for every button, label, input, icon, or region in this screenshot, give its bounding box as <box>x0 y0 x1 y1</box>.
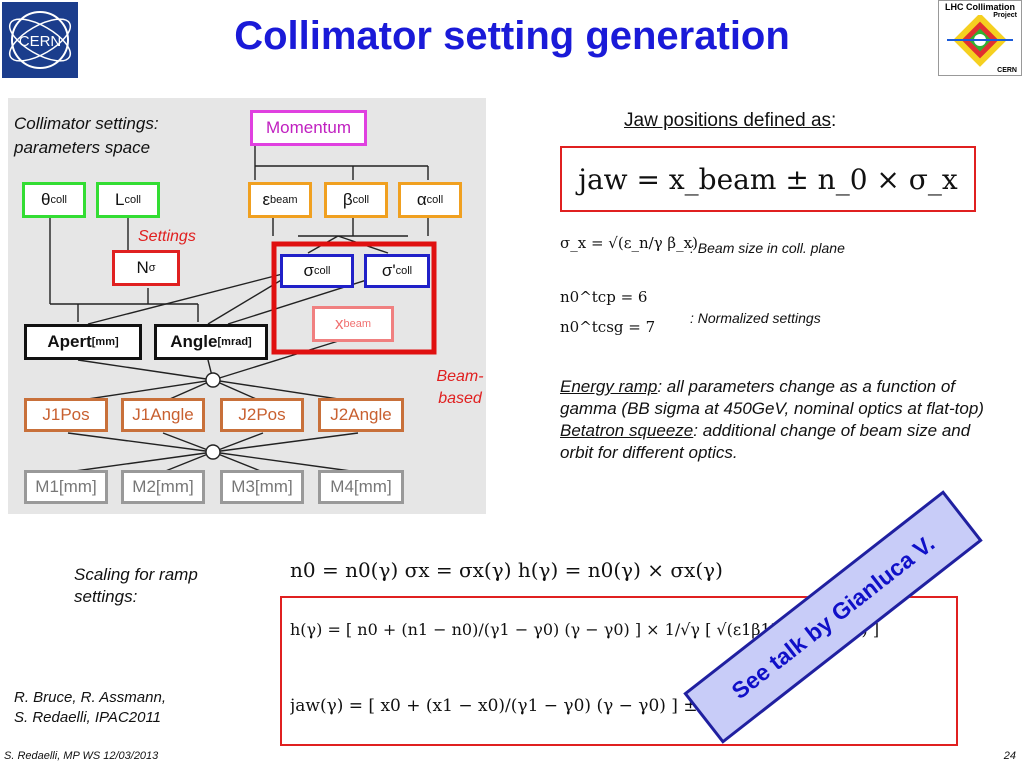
cern-logo: CERN <box>2 2 78 78</box>
momentum-node: Momentum <box>250 110 367 146</box>
jaw-heading: Jaw positions defined as: <box>624 110 837 131</box>
betatron-squeeze-title: Betatron squeeze <box>560 421 694 440</box>
energy-ramp-title: Energy ramp <box>560 377 658 396</box>
energy-ramp-text: : all parameters change as a function of… <box>560 377 984 418</box>
scaling-equations: n0 = n0(γ) σx = σx(γ) h(γ) = n0(γ) × σx(… <box>290 558 723 582</box>
sigma-x-formula: σ_x = √(ε_n/γ β_x) <box>560 234 698 252</box>
footer-author: S. Redaelli, MP WS 12/03/2013 <box>4 750 159 762</box>
m1-node: M1[mm] <box>24 470 108 504</box>
beam-size-note: : Beam size in coll. plane <box>690 240 845 256</box>
angle-node: Angle[mrad] <box>154 324 268 360</box>
jaw-gamma-formula: jaw(γ) = [ x0 + (x1 − x0)/(γ1 − γ0) (γ −… <box>290 696 738 716</box>
m3-node: M3[mm] <box>220 470 304 504</box>
diagram-caption: Collimator settings: parameters space <box>14 114 159 157</box>
diagram-connectors <box>49 146 437 473</box>
apert-node: Apert[mm] <box>24 324 142 360</box>
authors: R. Bruce, R. Assmann,S. Redaelli, IPAC20… <box>14 689 166 726</box>
sigma-prime-coll-node: σ'coll <box>364 254 430 288</box>
cern-logo-text: CERN <box>19 33 62 50</box>
jaw-formula: jaw = x_beam ± n_0 × σ_x <box>578 162 958 196</box>
j1angle-node: J1Angle <box>121 398 205 432</box>
page-title: Collimator setting generation <box>234 14 790 58</box>
jaw-formula-box: jaw = x_beam ± n_0 × σ_x <box>560 146 976 212</box>
j2angle-node: J2Angle <box>318 398 404 432</box>
h-gamma-formula: h(γ) = [ n0 + (n1 − n0)/(γ1 − γ0) (γ − γ… <box>290 620 880 639</box>
page-number: 24 <box>1003 750 1016 762</box>
lhc-logo-cern: CERN <box>997 67 1017 74</box>
beam-based-label: Beam-based <box>436 368 484 407</box>
m2-node: M2[mm] <box>121 470 205 504</box>
n0-tcp: n0^tcp = 6 <box>560 288 648 306</box>
lhc-logo-title: LHC Collimation <box>945 2 1015 12</box>
m4-node: M4[mm] <box>318 470 404 504</box>
normalized-settings-note: : Normalized settings <box>690 310 821 326</box>
j1pos-node: J1Pos <box>24 398 108 432</box>
scaling-label: Scaling for ramp settings: <box>74 565 198 606</box>
ramp-description: Energy ramp: all parameters change as a … <box>560 376 1005 464</box>
lhc-collimation-logo: LHC Collimation Project CERN <box>938 0 1022 76</box>
lhc-logo-sub: Project <box>993 12 1017 19</box>
parameter-diagram: Collimator settings: parameters space Mo… <box>8 98 486 514</box>
j2pos-node: J2Pos <box>220 398 304 432</box>
betatron-squeeze-text: : additional change of beam size and orb… <box>560 421 971 462</box>
settings-label: Settings <box>138 228 196 245</box>
n0-tcsg: n0^tcsg = 7 <box>560 318 656 336</box>
